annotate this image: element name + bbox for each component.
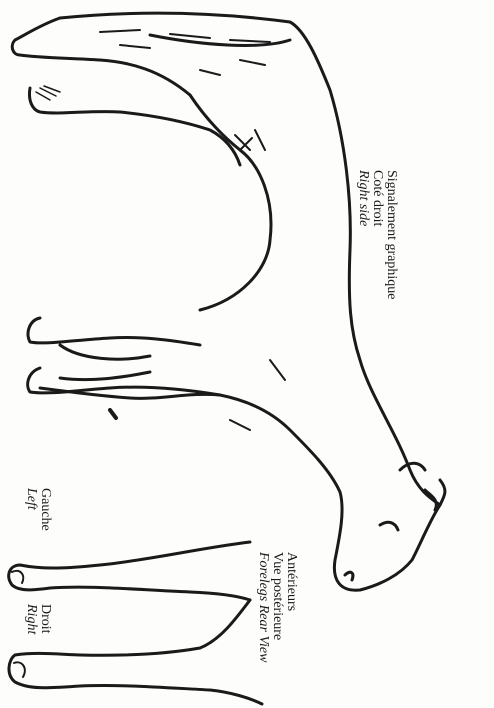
horse-back-line bbox=[150, 35, 290, 45]
rear-view-hoof-right bbox=[14, 662, 25, 677]
marking-strokes bbox=[100, 30, 285, 430]
left-label-en: Left bbox=[24, 488, 38, 531]
left-label-fr: Gauche bbox=[38, 488, 52, 531]
horse-body-outline bbox=[40, 13, 440, 590]
mane-line bbox=[400, 463, 425, 470]
rear-view-caption: Antérieurs Vue postérieure Forelegs Rear… bbox=[256, 552, 298, 662]
hind-leg-lower bbox=[29, 88, 240, 165]
hoof-hatch bbox=[36, 86, 60, 100]
dot-mark bbox=[110, 410, 116, 418]
foreleg-back bbox=[28, 368, 220, 395]
left-leg-label: Gauche Left bbox=[24, 488, 52, 531]
nostril bbox=[345, 572, 353, 580]
horse-eye bbox=[380, 522, 398, 530]
foreleg-inner bbox=[60, 345, 150, 380]
rear-caption-fr-2: Vue postérieure bbox=[270, 552, 284, 662]
rear-caption-fr-1: Antérieurs bbox=[284, 552, 298, 662]
rear-view-left-leg bbox=[9, 542, 250, 600]
right-label-en: Right bbox=[24, 604, 38, 634]
right-label-fr: Droit bbox=[38, 604, 52, 634]
right-side-caption: Signalement graphique Coté droit Right s… bbox=[356, 170, 398, 299]
caption-side-fr: Coté droit bbox=[370, 170, 384, 299]
caption-side-en: Right side bbox=[356, 170, 370, 299]
foreleg-front bbox=[28, 318, 200, 345]
right-leg-label: Droit Right bbox=[24, 604, 52, 634]
hind-leg-upper bbox=[12, 18, 190, 95]
rear-caption-en: Forelegs Rear View bbox=[256, 552, 270, 662]
caption-title-fr: Signalement graphique bbox=[384, 170, 398, 299]
rear-view-hoof-left bbox=[12, 571, 23, 583]
